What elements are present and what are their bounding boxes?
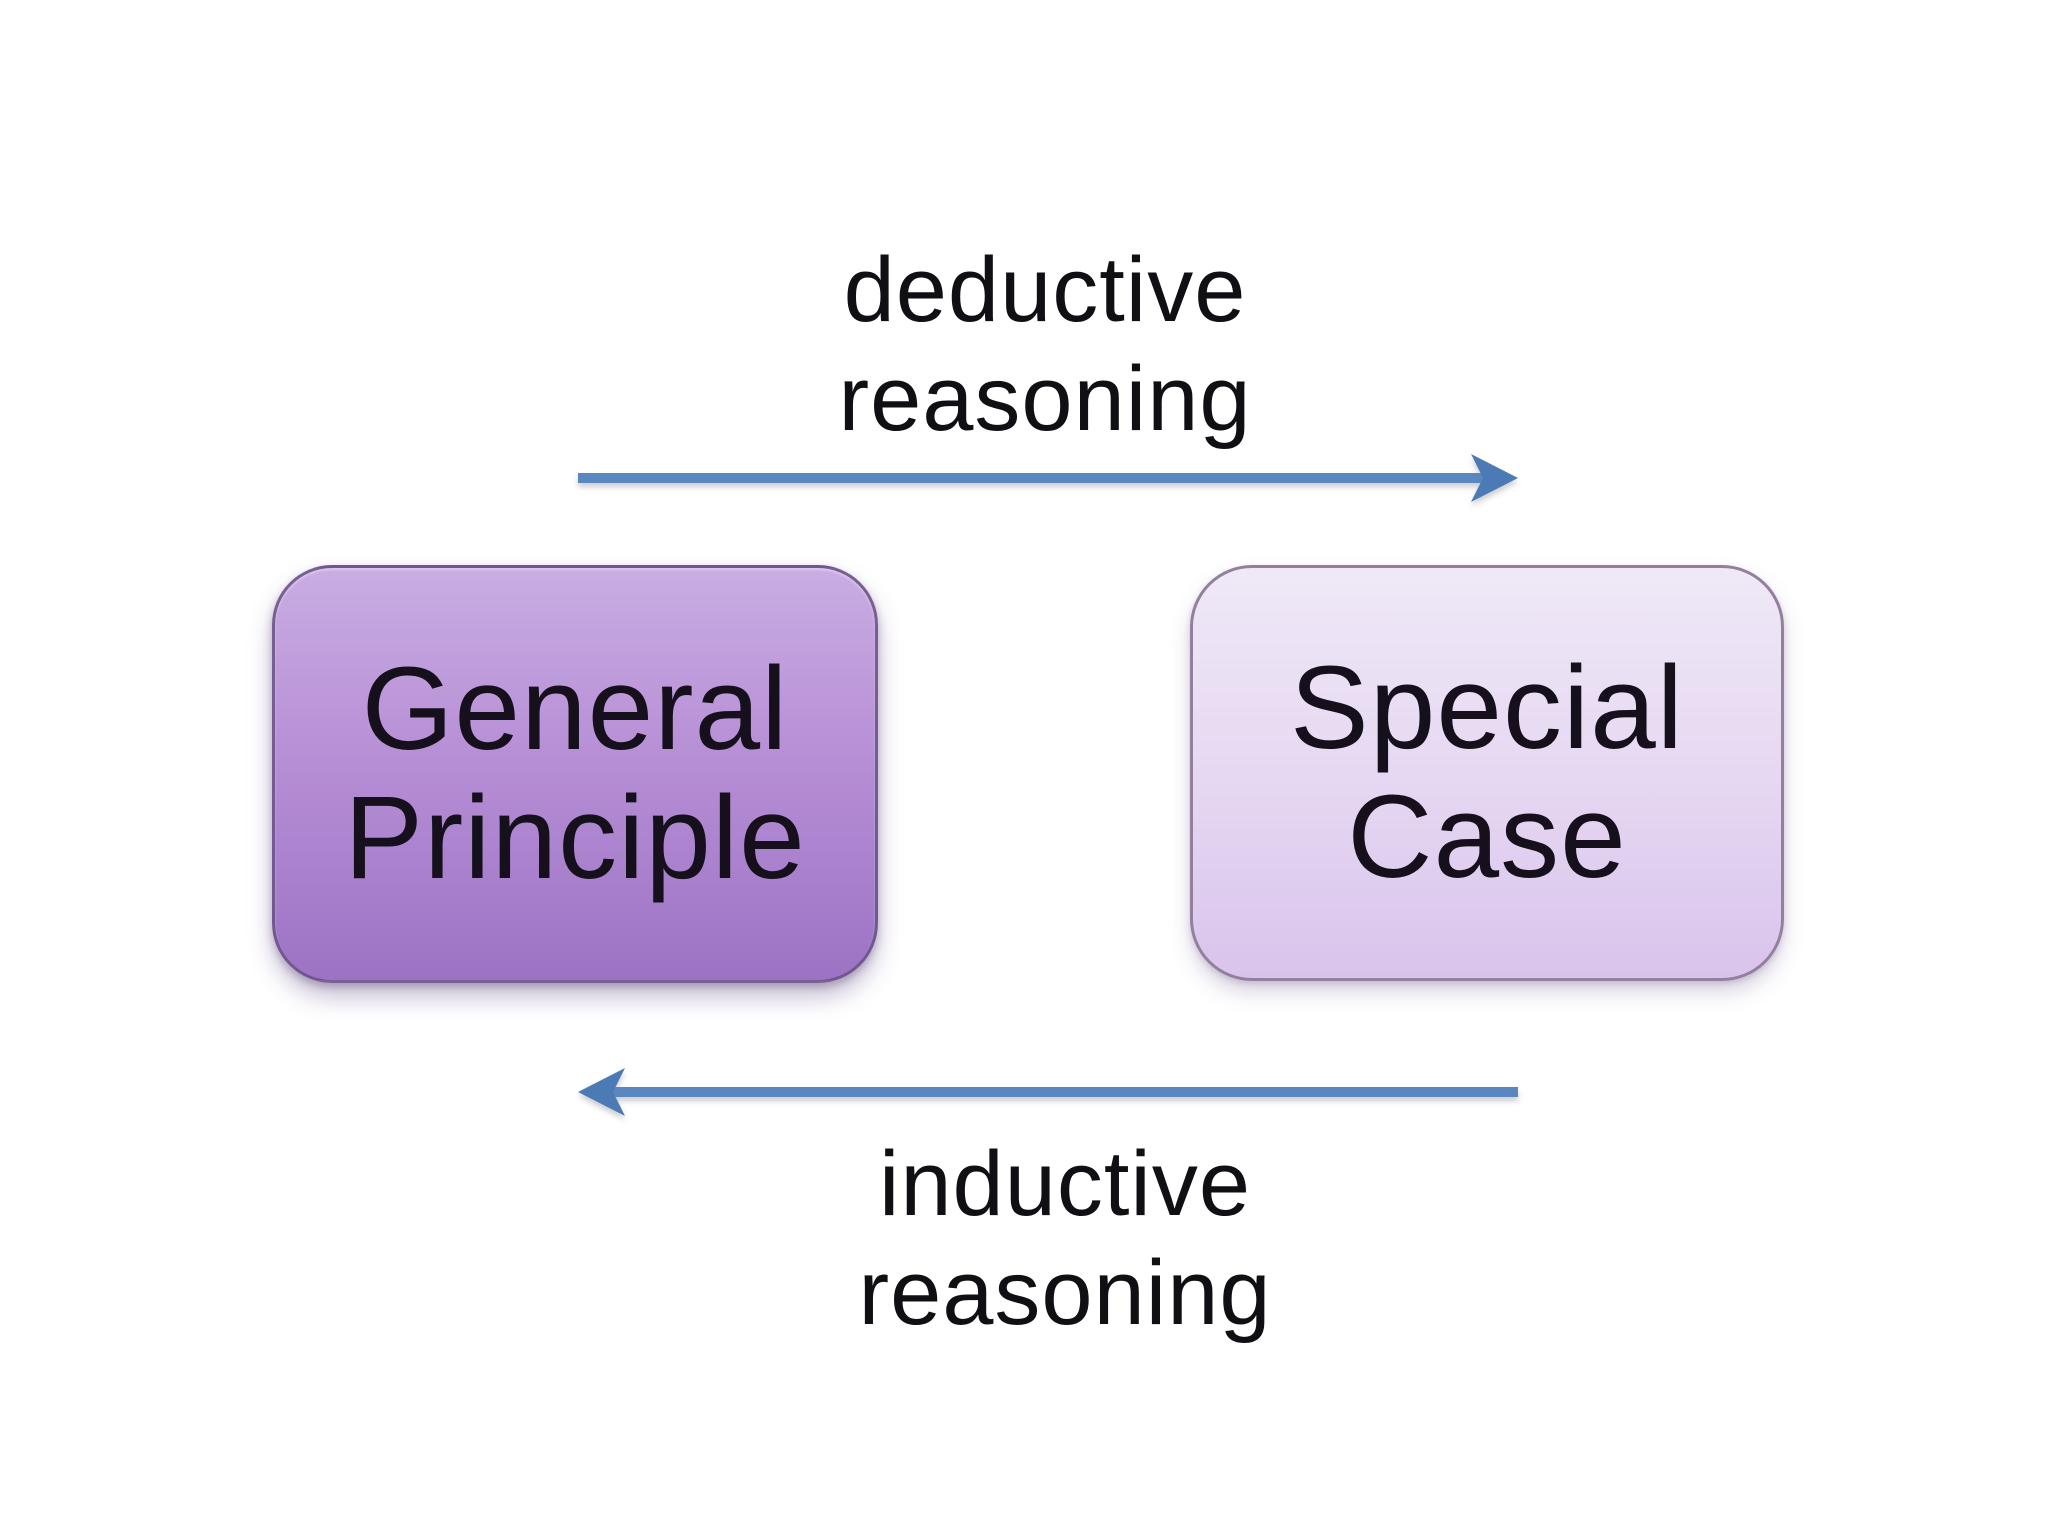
label-inductive-line2: reasoning (858, 1241, 1272, 1344)
node-general-line1: General (361, 643, 789, 776)
node-special-line2: Case (1347, 771, 1627, 903)
label-deductive-reasoning: deductive reasoning (595, 236, 1495, 453)
node-special-line1: Special (1289, 642, 1684, 775)
arrowhead-left-icon (578, 1068, 625, 1116)
label-inductive-line1: inductive (878, 1133, 1252, 1235)
label-deductive-line2: reasoning (838, 347, 1252, 450)
arrowhead-right-icon (1471, 454, 1518, 502)
label-inductive-reasoning: inductive reasoning (615, 1130, 1515, 1347)
node-general-principle: General Principle (272, 565, 878, 983)
node-special-case: Special Case (1190, 565, 1784, 981)
label-deductive-line1: deductive (843, 239, 1247, 341)
node-general-line2: Principle (344, 772, 806, 904)
